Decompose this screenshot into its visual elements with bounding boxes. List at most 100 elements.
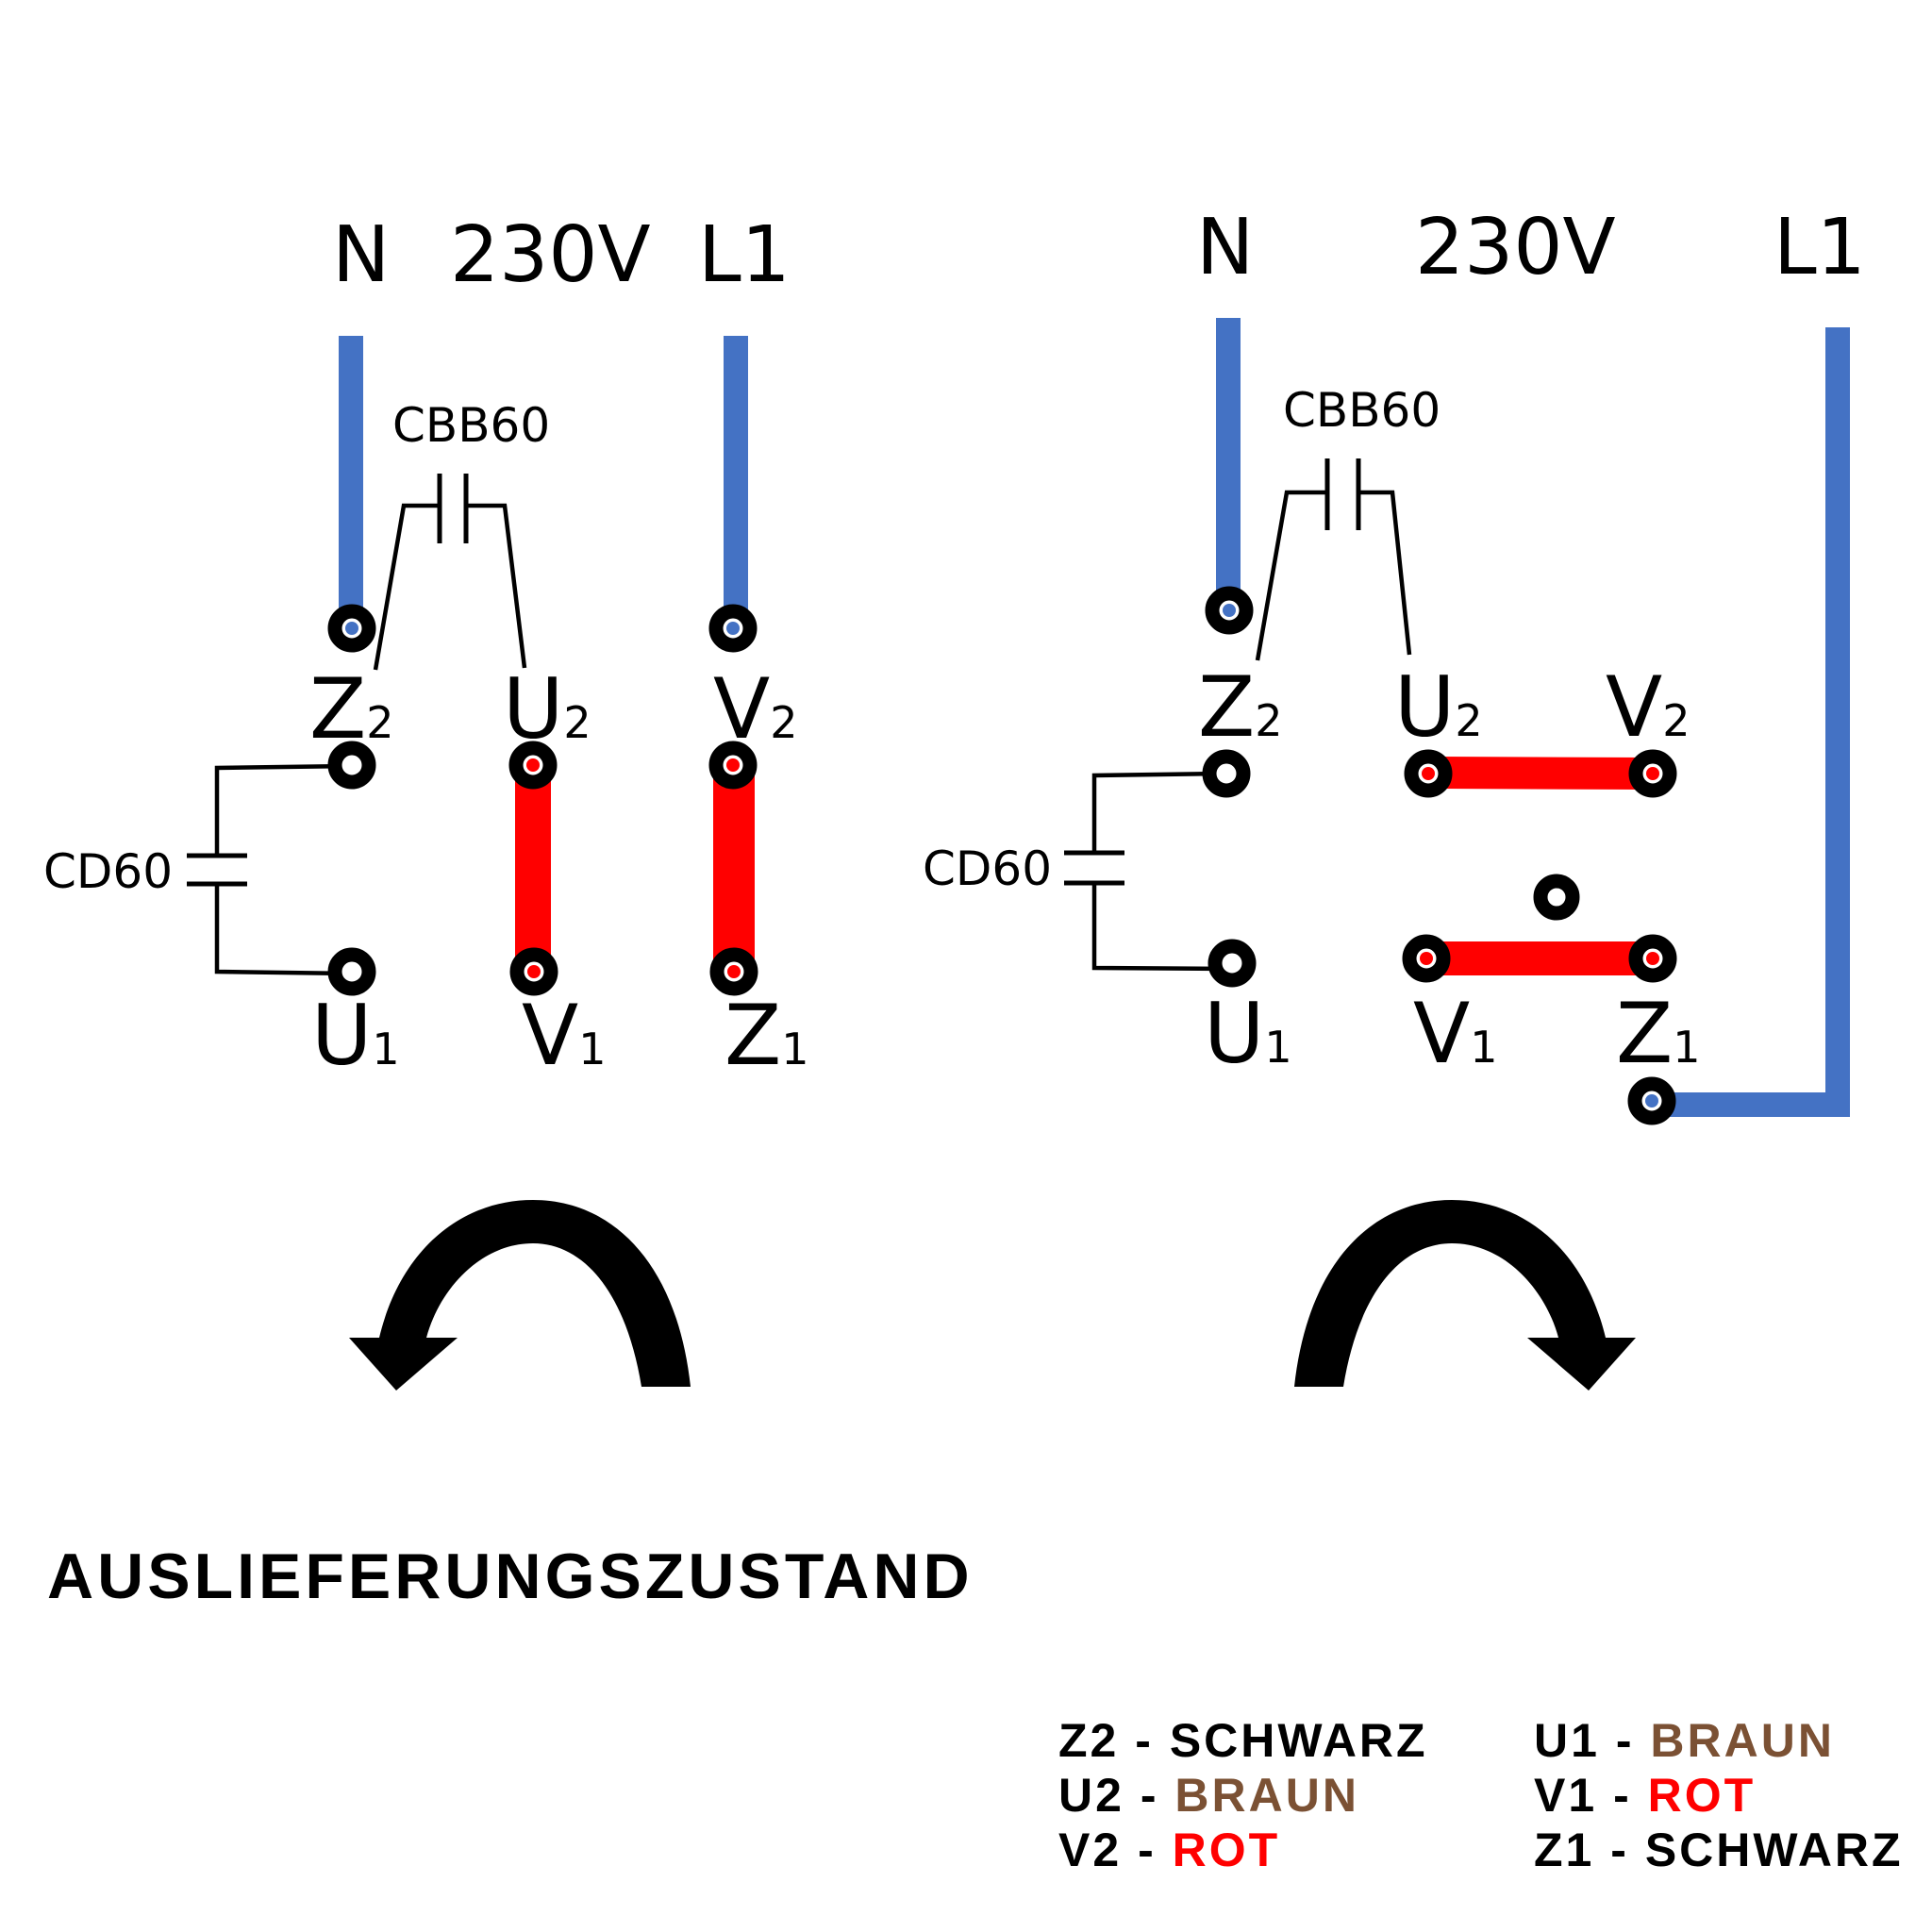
terminal-dot-red [1646,767,1659,780]
terminal-u1-right [1208,939,1257,988]
terminal-label-z1-left: Z1 [724,987,809,1084]
terminal-ring [1533,874,1580,921]
run-capacitor-left [373,474,527,671]
legend-row-v2: V2 - ROT [1058,1823,1428,1877]
terminal-u2-left [508,741,558,790]
run-capacitor-lead-u2-left [466,503,527,669]
legend-code: V2 [1058,1824,1123,1876]
terminal-label-u2-left: U2 [503,660,591,758]
start-capacitor-left [187,763,353,976]
start-capacitor-lead-u1-right [1091,883,1232,972]
terminal-dot-blue [1645,1094,1658,1108]
legend-separator: - [1138,1824,1157,1876]
legend-code: U1 [1534,1714,1600,1767]
legend-row-u2: U2 - BRAUN [1058,1768,1428,1823]
rotation-arrow-head [1527,1338,1636,1391]
legend-separator: - [1140,1769,1159,1822]
color-legend-column-1: Z2 - SCHWARZ U2 - BRAUN V2 - ROT [1058,1713,1428,1877]
run-capacitor-label-right: CBB60 [1283,383,1441,438]
start-capacitor-lead-z2-right [1091,771,1227,853]
terminal-z2-left [327,741,376,790]
terminal-label-z1-right: Z1 [1616,985,1701,1082]
terminal-z2-right [1202,749,1251,798]
caption-delivery-state: AUSLIEFERUNGSZUSTAND [47,1541,974,1612]
legend-row-z2: Z2 - SCHWARZ [1058,1713,1428,1768]
legend-color-name: SCHWARZ [1169,1714,1428,1767]
rotation-arrow-arc [379,1200,691,1387]
start-capacitor-lead-z2-left [214,763,353,856]
run-capacitor-right [1255,458,1412,661]
wiring-diagram-right: N 230V L1 CBB60 CD60 Z2 U2 [923,203,1866,1391]
terminal-dot-red [1646,952,1659,965]
legend-separator: - [1615,1714,1635,1767]
run-capacitor-lead-u2-right [1358,490,1412,656]
legend-color-name: BRAUN [1650,1714,1835,1767]
terminal-dot-red [1420,952,1433,965]
line-label-right: L1 [1774,203,1866,292]
terminal-label-v1-left: V1 [522,987,606,1084]
legend-color-name: ROT [1647,1769,1757,1822]
terminal-ring [1208,939,1257,988]
terminal-u2-right [1404,749,1453,798]
jumper-u2-v2-right [1412,757,1669,790]
rotation-arrow-counterclockwise-icon [349,1200,691,1391]
terminal-dot-red [1422,767,1435,780]
terminal-ring [327,947,376,996]
wiring-diagram-left: N 230V L1 CBB60 CD60 Z2 U2 V2 [43,210,809,1391]
terminal-label-v2-left: V2 [713,660,797,758]
legend-code: U2 [1058,1769,1124,1822]
start-capacitor-label-right: CD60 [923,841,1052,896]
voltage-label-right: 230V [1415,203,1616,292]
rotation-arrow-clockwise-icon [1294,1200,1636,1391]
color-legend-column-2: U1 - BRAUN V1 - ROT Z1 - SCHWARZ [1534,1713,1904,1877]
terminal-v2-left [708,741,758,790]
terminal-label-v2-right: V2 [1606,658,1690,756]
legend-row-z1: Z1 - SCHWARZ [1534,1823,1904,1877]
terminal-dot-blue [345,622,358,635]
start-capacitor-lead-u1-left [214,884,353,976]
legend-code: Z2 [1058,1714,1120,1767]
terminal-label-z2-right: Z2 [1198,658,1283,756]
legend-color-name: BRAUN [1174,1769,1359,1822]
neutral-label-right: N [1196,203,1254,292]
legend-color-name: SCHWARZ [1644,1824,1904,1876]
terminal-l1-supply-right [1627,1076,1676,1125]
terminal-dot-red [527,965,541,978]
terminal-spare-right [1533,874,1580,921]
run-capacitor-lead-z2-left [373,503,440,671]
legend-code: V1 [1534,1769,1598,1822]
rotation-arrow-arc [1294,1200,1606,1387]
terminal-label-v1-right: V1 [1413,985,1497,1082]
terminal-ring [1202,749,1251,798]
legend-row-u1: U1 - BRAUN [1534,1713,1904,1768]
terminal-v1-left [509,947,558,996]
terminal-dot-red [526,758,540,772]
legend-separator: - [1135,1714,1154,1767]
run-capacitor-label-left: CBB60 [392,398,550,453]
terminal-label-u2-right: U2 [1394,658,1483,756]
start-capacitor-label-left: CD60 [43,844,173,899]
legend-code: Z1 [1534,1824,1595,1876]
voltage-label-left: 230V [450,210,651,300]
terminal-label-z2-left: Z2 [309,660,394,758]
legend-row-v1: V1 - ROT [1534,1768,1904,1823]
legend-color-name: ROT [1172,1824,1281,1876]
terminal-v1-right [1402,934,1451,983]
terminal-n-supply-left [327,604,376,653]
start-capacitor-right [1064,771,1232,972]
terminal-dot-red [726,758,740,772]
terminal-z1-left [709,947,758,996]
terminal-n-supply-right [1205,586,1254,635]
rotation-arrow-head [349,1338,458,1391]
terminal-ring [327,741,376,790]
terminal-label-u1-right: U1 [1204,985,1292,1082]
terminal-dot-blue [1223,604,1236,617]
run-capacitor-lead-z2-right [1255,490,1327,661]
terminal-label-u1-left: U1 [311,987,400,1084]
terminal-u1-left [327,947,376,996]
line-wire-right [1657,327,1850,1117]
terminal-dot-blue [726,622,740,635]
terminal-v2-right [1628,749,1677,798]
legend-separator: - [1613,1769,1632,1822]
